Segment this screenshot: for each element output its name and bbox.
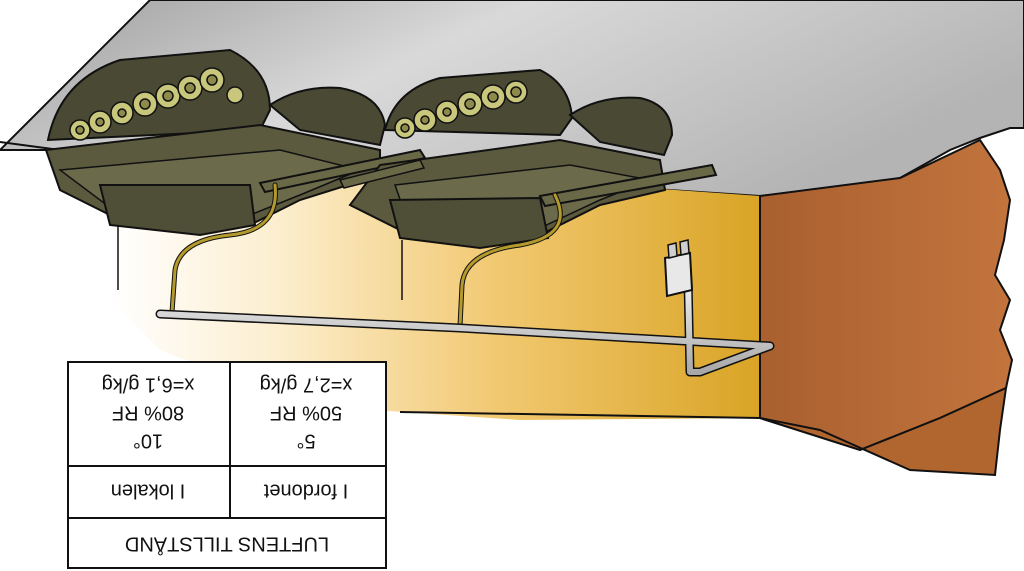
column-label-local: I lokalen xyxy=(111,480,186,502)
tank-left xyxy=(44,48,427,237)
vehicle-humidity: 50% RF xyxy=(270,402,342,424)
vehicle-temperature: 5° xyxy=(296,430,315,452)
air-condition-table: LUFTENS TILLSTÅND I lokalen 10° 80% RF x… xyxy=(67,361,387,569)
local-humidity: 80% RF xyxy=(112,402,184,424)
main-pipe xyxy=(155,275,775,377)
column-label-vehicle: I fordonet xyxy=(263,480,348,502)
local-temperature: 10° xyxy=(133,430,163,452)
dehumidifier-unit xyxy=(663,239,694,298)
local-moisture: x=6,1 g/kg xyxy=(102,374,195,396)
table-header: LUFTENS TILLSTÅND xyxy=(125,533,329,556)
support-lines xyxy=(117,225,403,300)
brick-wall xyxy=(759,138,1014,477)
vehicle-moisture: x=2,7 g/kg xyxy=(260,374,353,396)
tank-right xyxy=(338,68,718,250)
air-hoses xyxy=(169,182,563,329)
